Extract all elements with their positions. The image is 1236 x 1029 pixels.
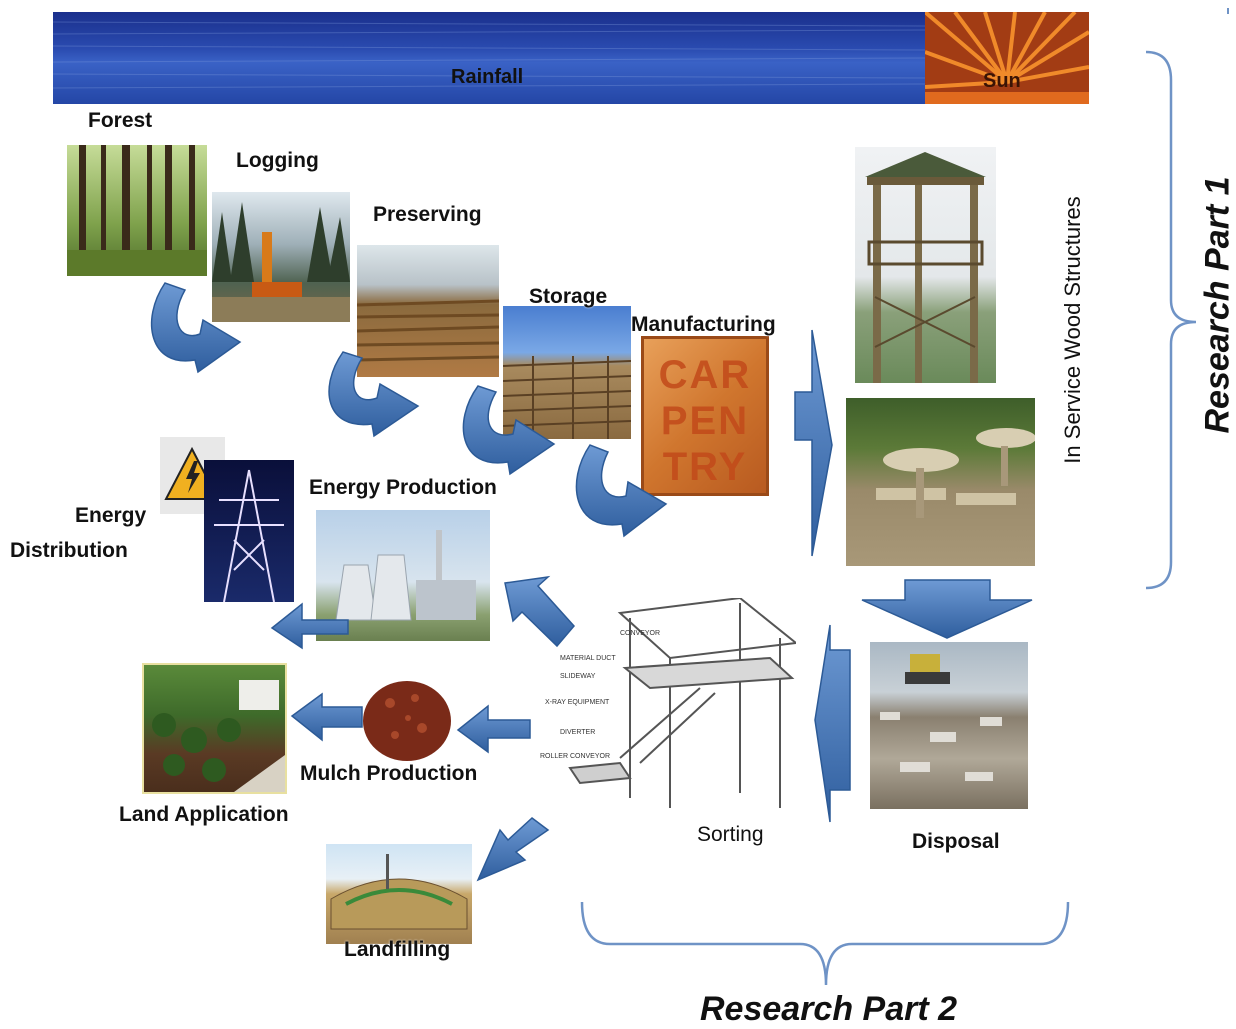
arrow-in-service-to-disposal (862, 580, 1032, 638)
arrow-logging-to-preserving (329, 352, 418, 436)
arrow-disposal-to-sorting (815, 625, 850, 822)
arrow-sorting-to-mulch (458, 706, 530, 752)
arrow-sorting-to-landfilling (478, 818, 548, 880)
mulch-production-label: Mulch Production (300, 762, 477, 786)
forest-label: Forest (88, 109, 152, 133)
sorting-label: Sorting (697, 823, 764, 847)
preserving-label: Preserving (373, 203, 482, 227)
logging-label: Logging (236, 149, 319, 173)
land-application-label: Land Application (119, 803, 289, 827)
research-part1-bracket (1146, 52, 1196, 588)
in-service-label: In Service Wood Structures (1060, 196, 1086, 463)
arrow-storage-to-manufacturing (576, 445, 666, 536)
research-part2-title: Research Part 2 (700, 990, 957, 1029)
storage-label: Storage (529, 285, 607, 309)
arrow-manufacturing-to-in-service (795, 330, 832, 556)
disposal-label: Disposal (912, 830, 1000, 854)
landfilling-label: Landfilling (344, 938, 450, 962)
energy-production-label: Energy Production (309, 476, 497, 500)
energy-distribution-label-line1: Energy (75, 504, 146, 528)
research-part2-bracket (582, 902, 1068, 985)
arrow-preserving-to-storage (463, 386, 554, 474)
arrow-energy-production-to-distribution (272, 604, 348, 648)
manufacturing-label: Manufacturing (631, 313, 776, 337)
arrow-mulch-to-land-application (292, 694, 362, 740)
arrow-sorting-to-energy-production (505, 577, 574, 646)
arrow-forest-to-logging (152, 283, 240, 372)
energy-distribution-label-line2: Distribution (10, 539, 128, 563)
research-part1-title: Research Part 1 (1199, 176, 1236, 433)
